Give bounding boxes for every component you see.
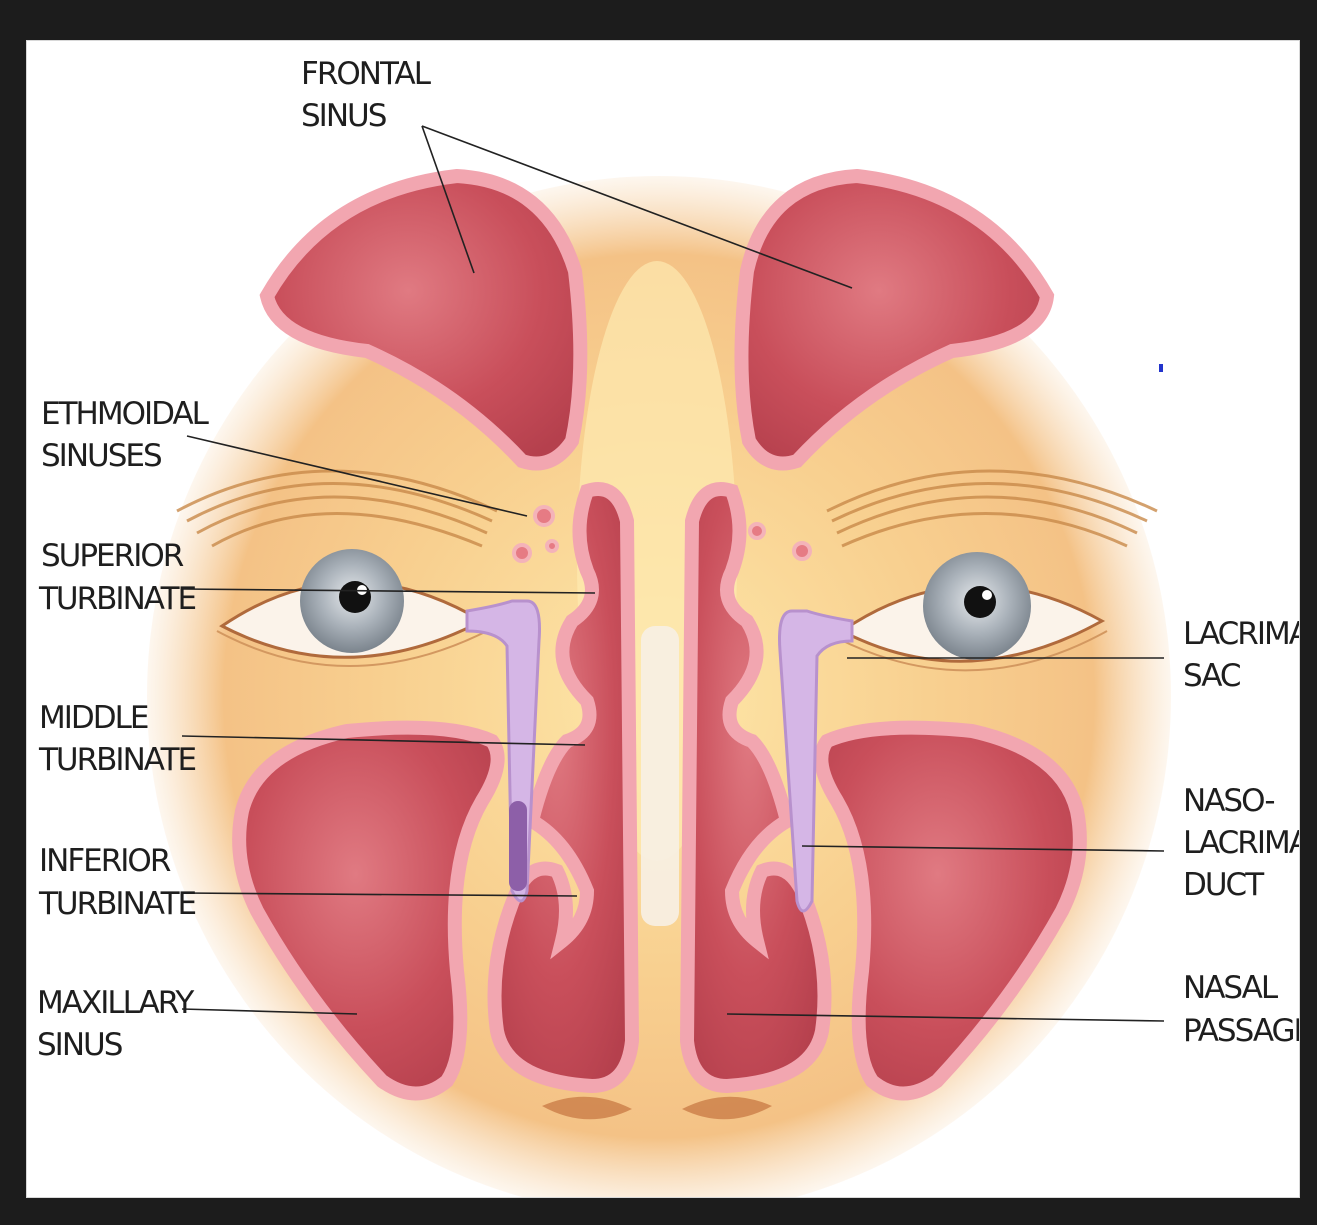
label-ethmoidal-line1: ETHMOIDAL [41,396,210,432]
label-nasal-line1: NASAL [1183,970,1279,1006]
label-naso-line3: DUCT [1183,867,1265,903]
label-maxillary-line1: MAXILLARY [37,985,194,1021]
label-inferior-turbinate: INFERIOR TURBINATE [38,843,196,922]
label-frontal-sinus-line1: FRONTAL [301,56,432,92]
label-frontal-sinus-line2: SINUS [301,98,386,134]
label-lacrimal-line2: SAC [1183,658,1240,694]
sinus-anatomy-illustration: FRONTAL SINUS ETHMOIDAL SINUSES SUPERIOR… [27,41,1299,1197]
label-inferior-line2: TURBINATE [38,886,196,922]
label-lacrimal-sac: LACRIMAL SAC [1183,616,1299,694]
label-nasolacrimal-duct: NASO- LACRIMAL DUCT [1183,783,1299,903]
label-frontal-sinus: FRONTAL SINUS [301,56,437,134]
label-nasal-passage: NASAL PASSAGE [1183,970,1299,1049]
label-nasal-line2: PASSAGE [1183,1013,1299,1049]
label-middle-line2: TURBINATE [38,742,196,778]
label-maxillary-line2: SINUS [37,1027,122,1063]
label-ethmoidal-line2: SINUSES [41,438,161,474]
label-lacrimal-line1: LACRIMAL [1183,616,1299,652]
label-maxillary-sinus: MAXILLARY SINUS [37,985,200,1063]
label-superior-line1: SUPERIOR [41,538,184,574]
label-inferior-line1: INFERIOR [39,843,171,879]
label-middle-line1: MIDDLE [39,700,148,736]
blue-speck [1159,364,1163,372]
diagram-frame: FRONTAL SINUS ETHMOIDAL SINUSES SUPERIOR… [26,40,1300,1198]
nasal-septum [641,626,679,926]
label-naso-line1: NASO- [1183,783,1274,819]
label-naso-line2: LACRIMAL [1183,825,1299,861]
label-ethmoidal-sinuses: ETHMOIDAL SINUSES [41,396,215,474]
label-superior-line2: TURBINATE [38,581,196,617]
